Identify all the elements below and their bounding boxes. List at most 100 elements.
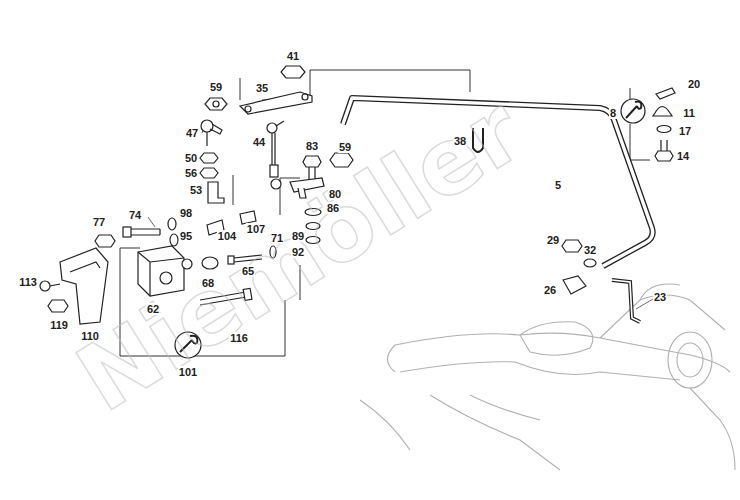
nut	[95, 235, 115, 247]
ball-joint-47	[201, 120, 222, 146]
part-drawing	[668, 332, 712, 388]
part-drawing	[206, 132, 207, 146]
part-drawing	[430, 395, 560, 470]
nut	[281, 66, 305, 78]
bolt-74	[123, 227, 160, 237]
callout-number: 110	[80, 330, 100, 342]
callout-number: 59	[209, 81, 223, 93]
part-drawing	[388, 345, 396, 372]
nut	[200, 168, 218, 178]
callout-number: 77	[92, 216, 106, 228]
callout-number: 35	[255, 82, 269, 94]
part-drawing	[271, 179, 281, 189]
part-drawing	[233, 175, 234, 205]
part-drawing	[123, 227, 131, 237]
part-drawing	[40, 281, 50, 291]
link-23	[612, 280, 640, 322]
part-drawing	[621, 99, 645, 123]
bolt-14	[655, 140, 673, 161]
callout-number: 113	[18, 276, 38, 288]
callout-number: 107	[246, 223, 266, 235]
wrench-symbol	[621, 99, 645, 123]
part-drawing	[690, 388, 735, 470]
callout-number: 20	[687, 78, 701, 90]
callout-number: 74	[128, 209, 142, 221]
callout-number: 47	[185, 127, 199, 139]
part-drawing	[131, 229, 160, 235]
bushing-26	[563, 276, 586, 294]
washer	[584, 259, 596, 267]
part-drawing	[210, 124, 222, 134]
callout-number: 11	[682, 107, 696, 119]
callout-number: 53	[189, 184, 203, 196]
washer	[657, 126, 671, 133]
callout-number: 116	[229, 332, 249, 344]
nut	[205, 98, 227, 110]
part-drawing	[309, 167, 315, 180]
callout-number: 98	[179, 207, 193, 219]
bracket-110	[60, 248, 108, 324]
part-drawing	[636, 299, 653, 309]
part-drawing	[276, 121, 284, 126]
bracket-110	[70, 262, 100, 272]
callout-number: 56	[184, 167, 198, 179]
part-drawing	[240, 92, 312, 114]
part-drawing	[395, 333, 730, 372]
bolt-83	[303, 156, 321, 180]
rod-44	[267, 121, 284, 189]
callout-number: 44	[252, 136, 266, 148]
clamp-20	[656, 88, 675, 99]
callout-number: 62	[146, 303, 160, 315]
part-drawing	[303, 156, 321, 167]
part-drawing	[612, 280, 640, 322]
nut	[48, 300, 68, 312]
callout-number: 65	[241, 265, 255, 277]
callout-number: 89	[291, 230, 305, 242]
part-drawing	[360, 400, 410, 450]
part-drawing	[520, 322, 593, 355]
callout-number: 14	[676, 150, 690, 162]
part-drawing	[302, 94, 308, 100]
part-drawing	[677, 343, 703, 377]
part-drawing	[240, 78, 241, 100]
callout-number: 38	[453, 135, 467, 147]
rear-axle-outline	[360, 284, 735, 470]
clamp-11	[653, 107, 672, 117]
bracket-53	[208, 182, 224, 203]
callout-number: 68	[201, 277, 215, 289]
callout-number: 119	[49, 319, 69, 331]
callout-number: 95	[179, 230, 193, 242]
callout-number: 71	[270, 232, 284, 244]
callout-number: 8	[609, 107, 617, 119]
callout-number: 29	[546, 234, 560, 246]
nut-hole	[213, 101, 219, 107]
washer	[170, 234, 178, 246]
part-drawing	[202, 130, 203, 133]
link-35	[240, 92, 312, 114]
screw-113	[40, 281, 60, 291]
callout-number: 32	[583, 244, 597, 256]
callout-number: 104	[217, 230, 237, 242]
part-drawing	[272, 133, 275, 165]
callout-number: 83	[305, 140, 319, 152]
callout-number: 50	[184, 152, 198, 164]
part-drawing	[612, 280, 640, 322]
callout-number: 101	[178, 366, 198, 378]
part-drawing	[626, 102, 641, 118]
nut	[562, 240, 582, 252]
callout-number: 86	[326, 202, 340, 214]
part-drawing	[400, 362, 680, 380]
callout-number: 92	[291, 246, 305, 258]
callout-number: 80	[328, 188, 342, 200]
part-drawing	[267, 123, 277, 133]
callout-number: 26	[543, 284, 557, 296]
part-drawing	[270, 165, 278, 177]
part-drawing	[182, 259, 192, 269]
part-drawing	[661, 140, 667, 151]
callout-number: 5	[554, 179, 562, 191]
callout-number: 59	[338, 141, 352, 153]
nut	[330, 153, 353, 167]
part-drawing	[470, 395, 540, 420]
part-drawing	[148, 217, 155, 227]
